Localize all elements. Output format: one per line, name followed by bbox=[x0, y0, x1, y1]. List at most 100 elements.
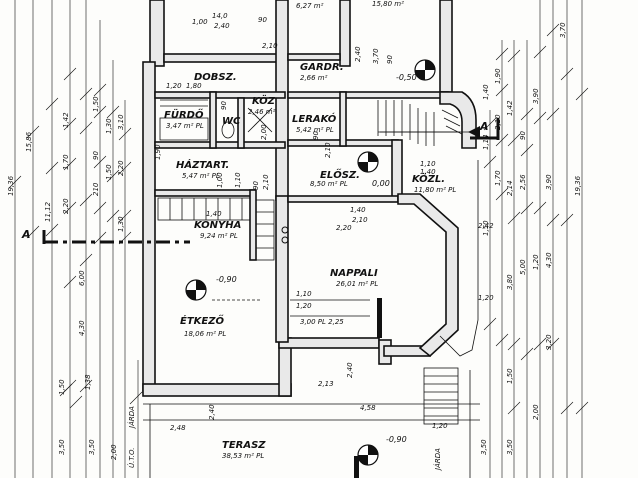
dim-koz-b: 2,00 bbox=[260, 124, 268, 140]
room-nappali-area: 26,01 m² PL bbox=[336, 280, 378, 288]
dim-right-inner-7: 3,20 bbox=[545, 334, 553, 350]
dim-gardr-b: 90 bbox=[386, 55, 394, 64]
dim-right-outer-2: 19,36 bbox=[574, 175, 582, 196]
dim-kozl-b: 1,40 bbox=[420, 168, 436, 176]
dim-haztart-a: 1,00 bbox=[216, 172, 224, 188]
level-symbol-terasz: -0,90 bbox=[357, 435, 407, 466]
room-terasz-name: TERASZ bbox=[222, 440, 266, 451]
room-kozl-area: 11,80 m² PL bbox=[414, 186, 456, 194]
room-eloter-area: 8,50 m² PL bbox=[310, 180, 348, 188]
dim-right-outer-1: 3,70 bbox=[559, 22, 567, 38]
dim-top-c: 90 bbox=[258, 16, 267, 24]
room-nappali-name: NAPPALI bbox=[330, 268, 378, 279]
dim-stair-b: 1,20 bbox=[478, 294, 494, 302]
dim-top-d: 2,10 bbox=[262, 42, 278, 50]
dim-kozl-a: 1,10 bbox=[420, 160, 436, 168]
dim-right-bottom-2: 3,50 bbox=[506, 439, 514, 455]
dim-konyha-top: 1,40 bbox=[206, 210, 222, 218]
dim-left-chain-2: 90 bbox=[92, 151, 100, 160]
level-gardr: -0,50 bbox=[396, 73, 417, 82]
dim-left-chain-8: 1,30 bbox=[117, 216, 125, 232]
right-dimension-lines: 1,40 1,14 1,50 1,90 2,10 1,70 1,42 2,14 … bbox=[433, 0, 589, 478]
dim-left-bottom-4: 1,50 bbox=[58, 379, 66, 395]
dim-left-inner-5: 4,30 bbox=[78, 320, 86, 336]
dim-right-inner-4: 4,30 bbox=[545, 252, 553, 268]
left-dimension-lines: 19,36 15,86 11,12 1,42 1,70 2,20 6,00 4,… bbox=[7, 0, 143, 478]
dim-right-chain-5: 1,42 bbox=[506, 100, 514, 116]
dim-left-chain-3: 210 bbox=[92, 182, 100, 196]
dim-nappali-mid: 2,20 bbox=[336, 224, 352, 232]
room-terasz-area: 38,53 m² PL bbox=[222, 452, 264, 460]
dim-right-inner-1: 2,56 bbox=[519, 174, 527, 190]
dim-right-inner-5: 5,00 bbox=[519, 259, 527, 275]
dim-right-chain-11: 1,14 bbox=[482, 134, 490, 150]
dim-terasz-left: 2,48 bbox=[170, 424, 186, 432]
room-haztart-area: 5,47 m² PL bbox=[182, 172, 220, 180]
terrace-lines bbox=[143, 160, 480, 478]
side-label-jarda-left: JÁRDA bbox=[127, 406, 136, 430]
dim-right-inner-3: 1,20 bbox=[532, 254, 540, 270]
room-eloter-name: ELŐSZ. bbox=[320, 167, 360, 181]
dim-eloter-w1: 1,40 bbox=[350, 206, 366, 214]
dim-right-chain-1: 1,40 bbox=[482, 84, 490, 100]
room-lerako-name: LERAKÓ bbox=[292, 112, 337, 125]
dim-eloter-b: 2,10 bbox=[262, 174, 270, 190]
dim-right-chain-7: 3,80 bbox=[506, 274, 514, 290]
level-symbol-gardr: -0,50 bbox=[396, 59, 436, 82]
level-symbol-eloter: 0,00 bbox=[357, 151, 390, 188]
dim-mid-a: 2,40 bbox=[346, 362, 354, 378]
dim-left-outer-1: 15,86 bbox=[25, 131, 33, 152]
dim-top-b: 2,40 bbox=[214, 22, 230, 30]
dim-right-bottom-3: 2,00 bbox=[532, 404, 540, 420]
dim-etkezo-bottom: 2,13 bbox=[318, 380, 334, 388]
dim-left-inner-3: 2,20 bbox=[62, 198, 70, 214]
section-line: A A bbox=[21, 118, 500, 244]
dim-gardr-c: 2,40 bbox=[354, 46, 362, 62]
dim-nappali-3: 3,00 PL 2,25 bbox=[300, 318, 344, 326]
dim-furdo-a: 1,20 bbox=[166, 82, 182, 90]
dim-koz-a: 90 bbox=[220, 101, 228, 110]
dim-left-outer-2: 19,36 bbox=[7, 175, 15, 196]
axis-markers bbox=[354, 298, 382, 478]
dim-nappali-2: 1,20 bbox=[296, 302, 312, 310]
room-haztart-name: HÁZTART. bbox=[176, 158, 229, 171]
dim-terasz-right: 1,20 bbox=[432, 422, 448, 430]
dim-right-bottom-1: 3,50 bbox=[480, 439, 488, 455]
dim-terasz-width: 4,58 bbox=[360, 404, 376, 412]
room-kozl-name: KÖZL. bbox=[412, 171, 445, 185]
dim-left-inner-4: 6,00 bbox=[78, 270, 86, 286]
dim-left-chain-6: 3,10 bbox=[117, 114, 125, 130]
dim-mid-b: 2,40 bbox=[208, 404, 216, 420]
upper-left-room-area: 14,0 bbox=[212, 12, 228, 20]
dim-right-inner-6: 3,90 bbox=[545, 174, 553, 190]
side-label-uto: Ú.T.O. bbox=[127, 448, 136, 468]
dim-stair-a: 2,42 bbox=[478, 222, 494, 230]
dim-right-chain-10: 1,50 bbox=[482, 220, 490, 236]
dim-lerako-b: 2,10 bbox=[324, 142, 332, 158]
room-furdo-name: FÜRDŐ bbox=[164, 107, 204, 121]
dim-right-chain-4: 1,70 bbox=[494, 170, 502, 186]
dim-left-inner-1: 1,42 bbox=[62, 112, 70, 128]
side-label-jarda-right: JÁRDA bbox=[433, 448, 442, 472]
dim-nappali-1: 1,10 bbox=[296, 290, 312, 298]
horizontal-dimensions: 1,40 1,10 1,20 3,00 PL 2,25 2,20 4,58 2,… bbox=[170, 160, 494, 432]
dim-left-chain-4: 1,30 bbox=[105, 118, 113, 134]
room-lerako-area: 5,42 m² PL bbox=[296, 126, 334, 134]
bathroom-fixtures bbox=[159, 99, 273, 141]
dim-top-a: 1,00 bbox=[192, 18, 208, 26]
room-furdo-area: 3,47 m² PL bbox=[166, 122, 204, 130]
dim-left-bottom-5: 1,38 bbox=[84, 374, 92, 390]
stairs-upper bbox=[377, 100, 480, 146]
dim-right-chain-9: 90 bbox=[519, 131, 527, 140]
room-koz-area: 2,46 m² bbox=[248, 108, 276, 116]
dim-left-outer-3: 11,12 bbox=[44, 201, 52, 222]
upper-mid-room-area: 6,27 m² bbox=[296, 2, 324, 10]
section-mark-left: A bbox=[21, 228, 31, 241]
level-terasz: -0,90 bbox=[386, 435, 407, 444]
room-dobsz-name: DOBSZ. bbox=[194, 72, 237, 83]
kitchen-counter bbox=[157, 197, 289, 261]
dim-furdo-c: 1,90 bbox=[154, 144, 162, 160]
dim-left-bottom-1: 3,50 bbox=[58, 439, 66, 455]
